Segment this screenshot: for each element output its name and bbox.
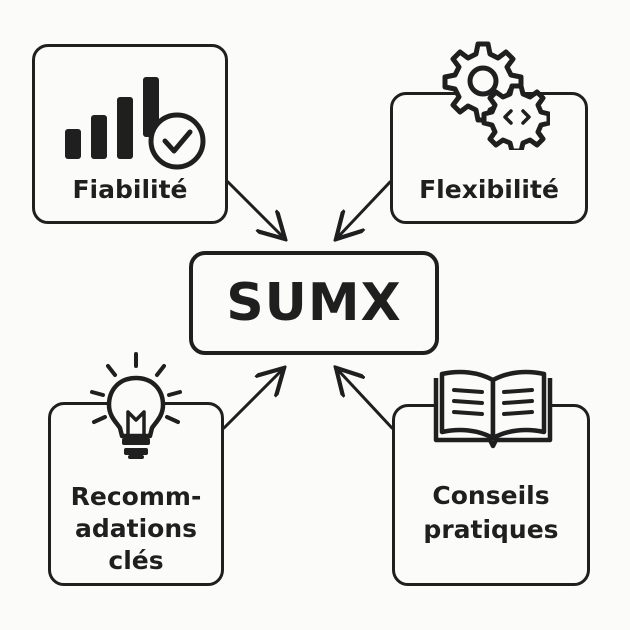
node-reliability: Fiabilité (32, 44, 228, 224)
node-flexibility: Flexibilité (390, 92, 588, 224)
lightbulb-icon (90, 352, 182, 459)
arrow-tips-to-center (338, 370, 394, 430)
bar-chart-check-icon (65, 77, 206, 170)
gears-code-icon (442, 41, 550, 150)
open-book-icon (433, 369, 553, 449)
recommendations-line-1: Recomm- (70, 482, 202, 511)
node-reliability-label: Fiabilité (72, 175, 188, 204)
node-center: SUMX (189, 251, 439, 355)
arrow-flexibility-to-center (338, 180, 392, 237)
node-recommendations-label: Recomm- adations clés (51, 481, 221, 577)
node-tips-label: Conseils pratiques (395, 479, 587, 547)
recommendations-line-2: adations (74, 514, 197, 543)
arrow-recommendations-to-center (222, 370, 282, 430)
node-recommendations: Recomm- adations clés (48, 402, 224, 586)
arrow-reliability-to-center (226, 180, 283, 237)
tips-line-1: Conseils (432, 481, 550, 510)
node-flexibility-label: Flexibilité (419, 175, 559, 204)
recommendations-line-3: clés (108, 546, 164, 575)
center-label: SUMX (226, 273, 402, 333)
tips-line-2: pratiques (423, 515, 559, 544)
